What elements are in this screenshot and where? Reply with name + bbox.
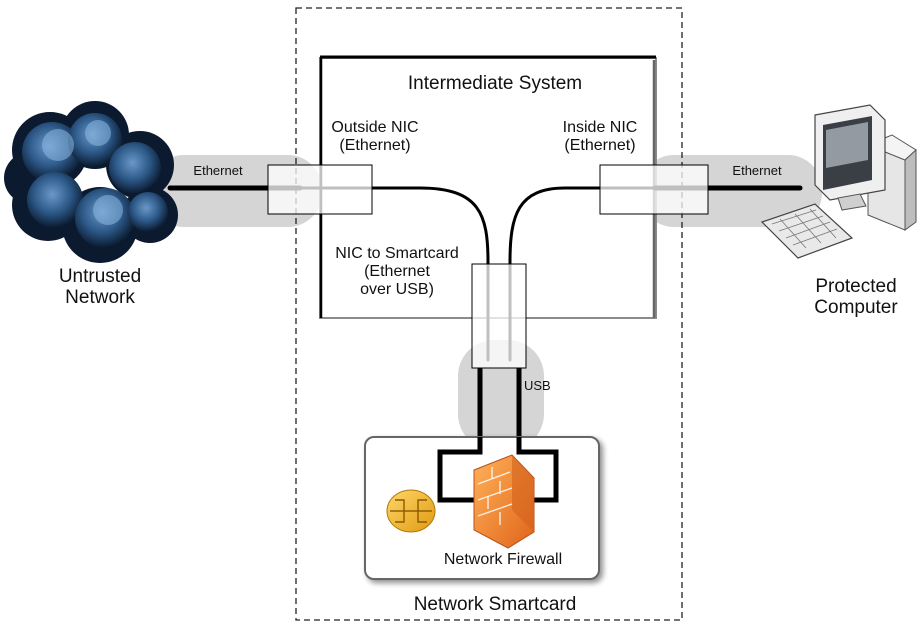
outside-nic-box bbox=[267, 164, 373, 215]
outside-nic-label-line1: Outside NIC bbox=[331, 119, 419, 136]
protected-computer-line1: Protected bbox=[815, 276, 897, 297]
inside-nic-label-line1: Inside NIC bbox=[562, 119, 638, 136]
nic-to-smartcard-line3: over USB) bbox=[360, 280, 434, 298]
ethernet-left-label: Ethernet bbox=[193, 163, 243, 178]
card-cables bbox=[437, 437, 559, 503]
dashed-boundary bbox=[295, 7, 683, 621]
usb-connector-box bbox=[471, 263, 527, 369]
inside-nic-box bbox=[599, 164, 709, 215]
nic-to-smartcard-label: NIC to Smartcard (Ethernet over USB) bbox=[322, 245, 472, 299]
outside-nic-label: Outside NIC (Ethernet) bbox=[315, 119, 435, 155]
firewall-icon bbox=[473, 454, 535, 549]
protected-computer-line2: Computer bbox=[814, 297, 898, 319]
usb-label: USB bbox=[524, 378, 551, 393]
untrusted-network-line1: Untrusted bbox=[58, 266, 142, 287]
network-firewall-label: Network Firewall bbox=[443, 551, 563, 568]
intermediate-system-title: Intermediate System bbox=[407, 73, 583, 94]
desktop-computer-icon bbox=[760, 104, 917, 259]
untrusted-network-label: Untrusted Network bbox=[30, 266, 170, 309]
nic-to-smartcard-line2: (Ethernet bbox=[364, 262, 430, 280]
ethernet-right-label: Ethernet bbox=[732, 163, 782, 178]
inside-nic-label: Inside NIC (Ethernet) bbox=[540, 119, 660, 155]
outside-nic-label-line2: (Ethernet) bbox=[339, 136, 411, 154]
inside-nic-label-line2: (Ethernet) bbox=[564, 136, 636, 154]
nic-to-smartcard-line1: NIC to Smartcard bbox=[335, 245, 459, 262]
cloud-icon bbox=[4, 101, 178, 263]
protected-computer-label: Protected Computer bbox=[792, 276, 920, 319]
smartcard-chip-icon bbox=[386, 489, 436, 533]
untrusted-network-line2: Network bbox=[65, 287, 135, 309]
network-smartcard-title: Network Smartcard bbox=[413, 594, 577, 615]
